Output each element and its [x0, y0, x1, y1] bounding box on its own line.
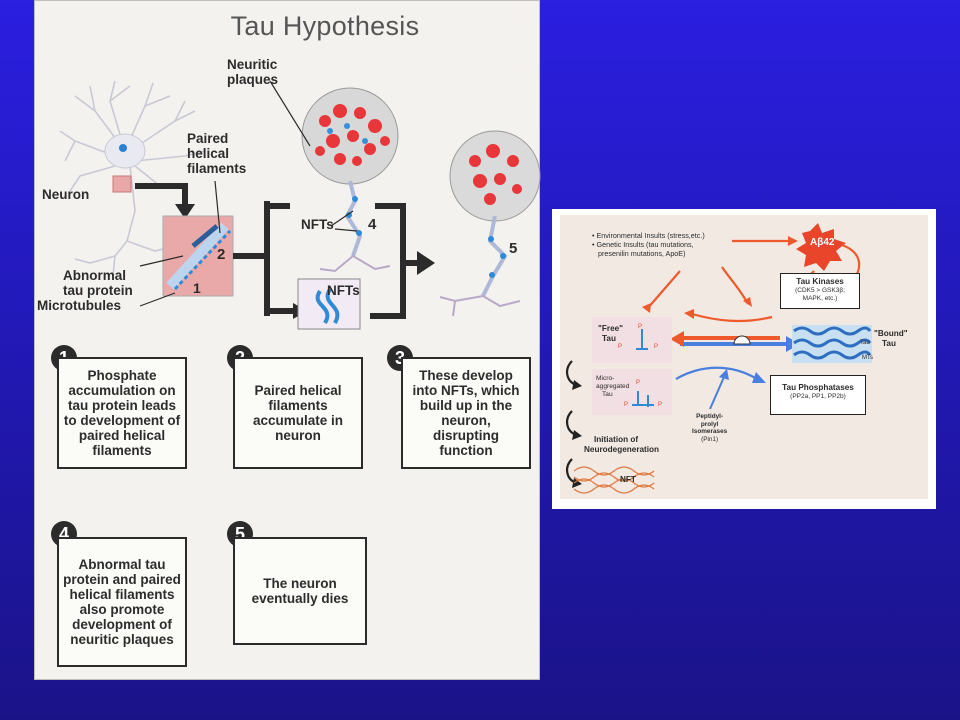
step-5-box: The neuron eventually dies — [233, 537, 367, 645]
tau-pathway-panel: • Environmental Insults (stress,etc.) • … — [552, 209, 936, 509]
nft-tangle — [573, 466, 655, 494]
step-3-box: These develop into NFTs, which build up … — [401, 357, 531, 469]
tau-phosphatases-box: Tau Phosphatases (PP2a, PP1, PP2b) — [770, 375, 866, 415]
step-4-box: Abnormal tau protein and paired helical … — [57, 537, 187, 667]
tau-hypothesis-illustration — [59, 80, 541, 330]
bound-tau-label: "Bound"Tau — [874, 329, 908, 348]
label-neuron: Neuron — [42, 187, 90, 202]
diagram-number-5: 5 — [509, 240, 518, 257]
diagram-number-4: 4 — [368, 216, 377, 233]
label-microtubules: Microtubules — [37, 298, 122, 313]
diagram-number-2: 2 — [217, 246, 226, 263]
step-1-box: Phosphate accumulation on tau protein le… — [57, 357, 187, 469]
label-nfts-box: NFTs — [327, 283, 360, 298]
step-2-box: Paired helical filaments accumulate in n… — [233, 357, 363, 469]
tau-hypothesis-panel: Tau Hypothesis — [34, 0, 541, 680]
neuron-highlight — [112, 175, 132, 193]
phospho-p-6: P — [658, 402, 663, 408]
phospho-p-4: P — [636, 380, 641, 386]
label-nfts-top: NFTs — [301, 217, 334, 232]
mts-label: MTs — [862, 355, 873, 361]
free-tau-label: "Free"Tau — [598, 324, 624, 343]
nft-label: NFT — [620, 475, 636, 484]
diagram-number-1: 1 — [193, 280, 201, 296]
pathway-arrows — [566, 223, 872, 494]
tau-kinases-box: Tau Kinases (CDK5 > GSK3β; MAPK, etc.) — [780, 273, 860, 309]
tau-small-label: Tau — [860, 340, 870, 346]
phospho-p-2: P — [618, 344, 623, 350]
diagram-title: Tau Hypothesis — [230, 11, 420, 41]
abeta-label: Aβ42 — [810, 237, 835, 248]
phospho-p-3: P — [654, 344, 659, 350]
phospho-p-5: P — [624, 402, 629, 408]
plaque-red-deposits — [315, 104, 390, 166]
phospho-p-1: P — [638, 324, 643, 330]
neuron-nucleus — [119, 144, 127, 152]
abeta-burst — [796, 223, 846, 271]
insults-text: • Environmental Insults (stress,etc.) • … — [592, 231, 705, 258]
